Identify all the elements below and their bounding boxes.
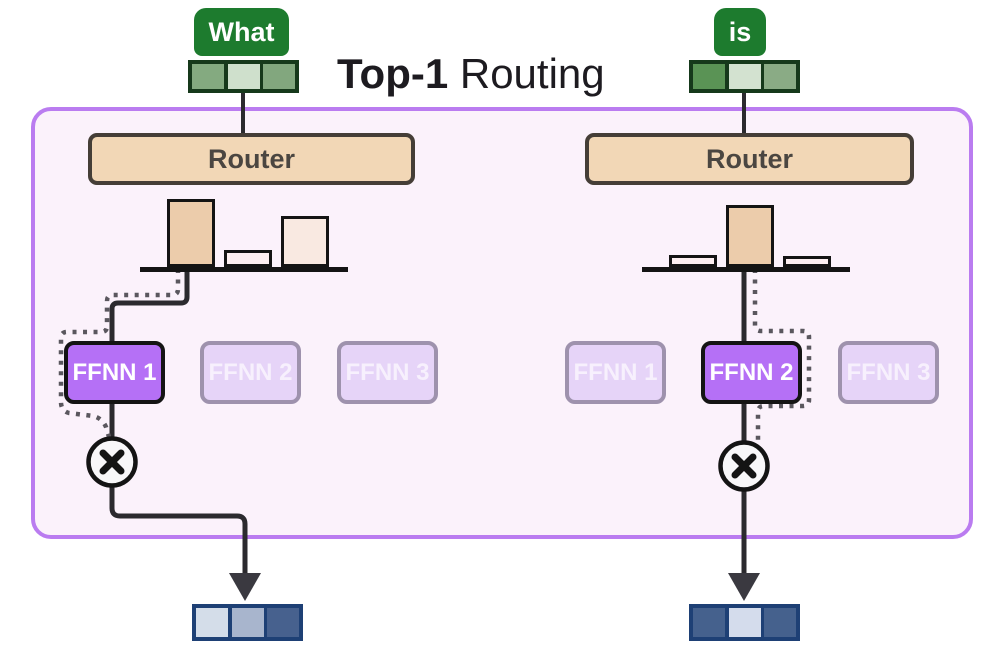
chart-baseline (140, 267, 348, 272)
embedding-cell (728, 64, 761, 89)
embedding-cell (693, 64, 725, 89)
expert-box-ffnn2: FFNN 2 (701, 341, 802, 404)
embedding-cell (728, 608, 761, 637)
routing-bar (669, 255, 717, 267)
embedding-cell (192, 64, 224, 89)
title-bold-part: Top-1 (337, 50, 449, 97)
embedding-cell (764, 64, 796, 89)
routing-bar (783, 256, 831, 267)
embedding-cell (196, 608, 228, 637)
expert-box-ffnn1: FFNN 1 (64, 341, 165, 404)
embedding-cell (231, 608, 264, 637)
routing-bar (281, 216, 329, 267)
output-embedding-strip-right (689, 604, 800, 641)
routing-bar (167, 199, 215, 267)
routing-bar (224, 250, 272, 267)
expert-box-ffnn2: FFNN 2 (200, 341, 301, 404)
token-label-what: What (194, 8, 289, 56)
embedding-cell (267, 608, 299, 637)
expert-group-left: FFNN 1 FFNN 2 FFNN 3 (64, 341, 438, 404)
token-embedding-strip-what (188, 60, 299, 93)
expert-group-right: FFNN 1 FFNN 2 FFNN 3 (565, 341, 939, 404)
page-title: Top-1 Routing (337, 50, 605, 97)
embedding-cell (263, 64, 295, 89)
embedding-cell (227, 64, 260, 89)
embedding-cell (693, 608, 725, 637)
output-arrowhead-right (728, 573, 760, 601)
token-label-is: is (714, 8, 766, 56)
expert-box-ffnn3: FFNN 3 (337, 341, 438, 404)
expert-box-ffnn1: FFNN 1 (565, 341, 666, 404)
output-embedding-strip-left (192, 604, 303, 641)
routing-bar-chart-left (140, 199, 348, 272)
router-box-left: Router (88, 133, 415, 185)
expert-box-ffnn3: FFNN 3 (838, 341, 939, 404)
title-regular-part: Routing (448, 50, 605, 97)
router-box-right: Router (585, 133, 914, 185)
output-arrowhead-left (229, 573, 261, 601)
token-embedding-strip-is (689, 60, 800, 93)
chart-baseline (642, 267, 850, 272)
embedding-cell (764, 608, 796, 637)
routing-bar (726, 205, 774, 267)
routing-bar-chart-right (642, 199, 850, 272)
